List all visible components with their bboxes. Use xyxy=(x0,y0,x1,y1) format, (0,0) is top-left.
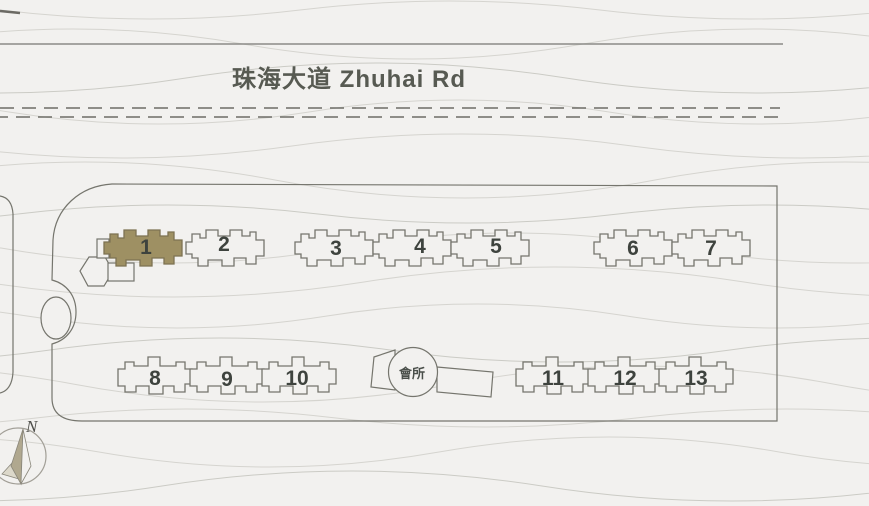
building-6-number: 6 xyxy=(627,237,639,260)
wave-line xyxy=(0,204,869,224)
building-2[interactable]: 2 xyxy=(185,229,265,267)
wave-line xyxy=(0,470,869,502)
building-6[interactable]: 6 xyxy=(593,229,673,267)
compass-needle-light xyxy=(20,428,32,485)
wave-line xyxy=(0,365,869,403)
clubhouse-wing-right xyxy=(436,366,494,398)
wave-line xyxy=(0,99,869,125)
road-centerline-dashed xyxy=(0,107,780,118)
building-5[interactable]: 5 xyxy=(450,229,530,267)
adjacent-parcel-boundary xyxy=(0,195,14,394)
site-boundary xyxy=(51,183,778,422)
road-label: 珠海大道 Zhuhai Rd xyxy=(232,65,466,93)
wave-line xyxy=(0,436,869,468)
clubhouse-label: 會所 xyxy=(399,366,425,381)
building-13[interactable]: 13 xyxy=(658,356,734,395)
building-1-number: 1 xyxy=(140,236,152,259)
wave-line xyxy=(0,161,869,199)
building-9[interactable]: 9 xyxy=(189,356,265,395)
wave-line xyxy=(0,337,869,363)
wave-line xyxy=(0,266,869,298)
wave-line xyxy=(0,133,869,159)
clubhouse[interactable]: 會所 xyxy=(370,346,494,398)
building-11-number: 11 xyxy=(542,367,565,390)
building-8-number: 8 xyxy=(149,367,161,390)
clubhouse-wing-left xyxy=(370,349,396,391)
building-10-number: 10 xyxy=(285,367,308,390)
wave-line xyxy=(0,303,869,329)
wave-line xyxy=(0,0,869,20)
building-11[interactable]: 11 xyxy=(515,356,591,395)
building-1[interactable]: 1 xyxy=(103,229,183,267)
building-8[interactable]: 8 xyxy=(117,356,193,395)
north-label: N xyxy=(25,417,39,436)
compass-circle xyxy=(0,427,47,485)
building-10[interactable]: 10 xyxy=(261,356,337,395)
building-4[interactable]: 4 xyxy=(372,229,452,267)
building-7[interactable]: 7 xyxy=(671,229,751,267)
building-3-number: 3 xyxy=(330,237,342,260)
building-4-footprint xyxy=(372,229,452,267)
building-9-number: 9 xyxy=(221,368,233,391)
building-7-number: 7 xyxy=(705,237,717,260)
map-edge-mark xyxy=(0,9,21,15)
wave-line xyxy=(0,408,869,428)
compass: N xyxy=(0,417,47,486)
building-13-number: 13 xyxy=(684,367,707,390)
building-4-number: 4 xyxy=(414,235,426,258)
roundabout-ellipse xyxy=(40,296,72,340)
wave-line xyxy=(0,28,869,60)
building-2-number: 2 xyxy=(218,233,230,256)
building-12-number: 12 xyxy=(613,367,636,390)
building-5-number: 5 xyxy=(490,235,502,258)
clubhouse-circle xyxy=(387,346,439,398)
building-3[interactable]: 3 xyxy=(294,229,374,267)
building-12[interactable]: 12 xyxy=(587,356,663,395)
